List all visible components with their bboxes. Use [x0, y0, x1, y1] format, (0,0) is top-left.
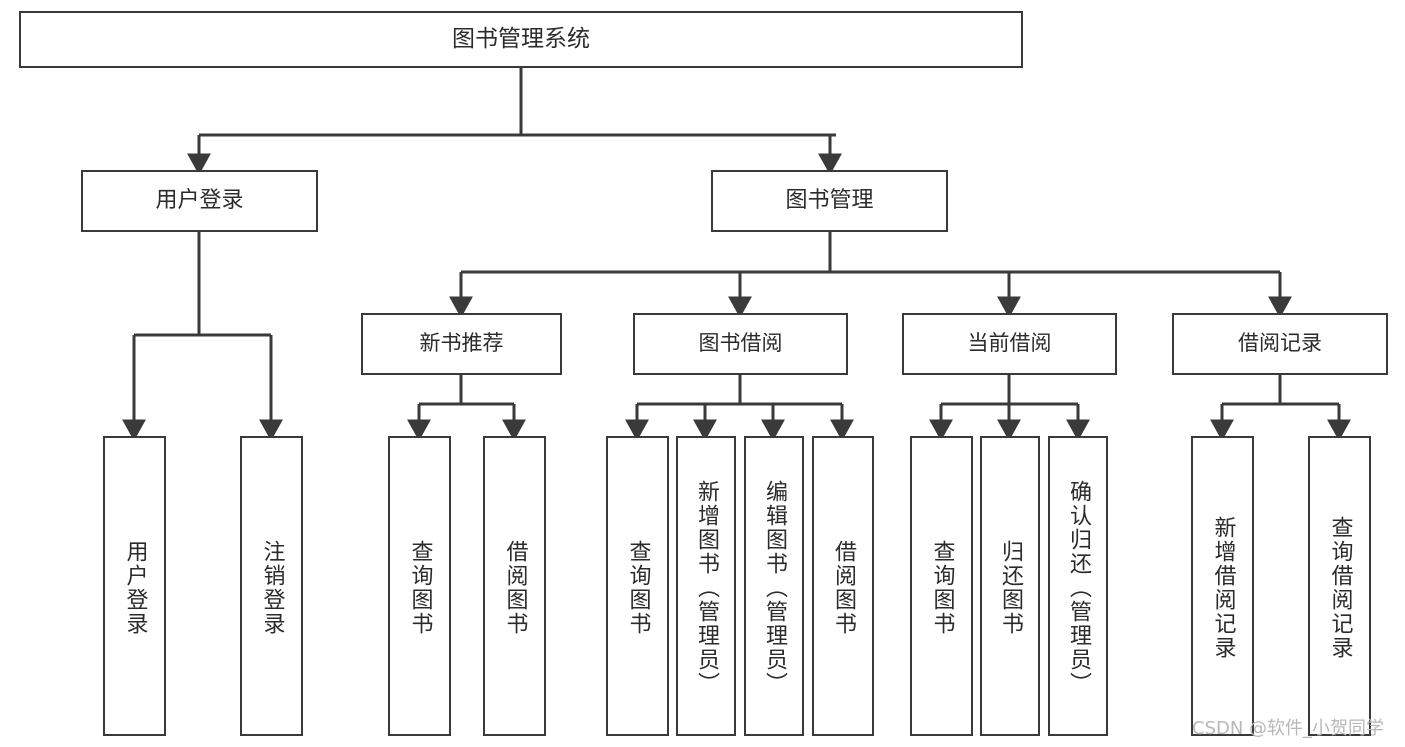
node-book-borrow[interactable]: 图书借阅: [633, 313, 848, 375]
node-label: 用户登录: [122, 540, 148, 636]
leaf-query-book-current[interactable]: 查询图书: [910, 436, 973, 736]
node-root-system[interactable]: 图书管理系统: [19, 11, 1023, 68]
node-user-login[interactable]: 用户登录: [81, 170, 318, 232]
node-label: 借阅图书: [502, 540, 528, 636]
node-label: 借阅图书: [831, 540, 856, 636]
node-label: 新书推荐: [419, 331, 504, 356]
node-label: 查询图书: [407, 540, 433, 636]
leaf-confirm-return-admin[interactable]: 确认归还（管理员）: [1048, 436, 1108, 736]
node-new-book-recommend[interactable]: 新书推荐: [361, 313, 562, 375]
node-label: 查询借阅记录: [1327, 516, 1353, 660]
node-label: 当前借阅: [967, 331, 1052, 356]
leaf-user-login[interactable]: 用户登录: [103, 436, 166, 736]
node-label: 查询图书: [929, 540, 955, 636]
node-label: 新增图书（管理员）: [694, 480, 719, 696]
node-label: 图书管理: [785, 187, 874, 213]
leaf-query-book-borrow[interactable]: 查询图书: [606, 436, 669, 736]
leaf-borrow-book-recommend[interactable]: 借阅图书: [483, 436, 546, 736]
leaf-query-book-recommend[interactable]: 查询图书: [388, 436, 451, 736]
node-label: 确认归还（管理员）: [1066, 480, 1091, 696]
csdn-watermark: CSDN @软件_小贺同学: [1192, 718, 1385, 739]
node-label: 图书借阅: [698, 331, 783, 356]
node-current-borrow[interactable]: 当前借阅: [902, 313, 1117, 375]
leaf-logout[interactable]: 注销登录: [240, 436, 303, 736]
node-label: 借阅记录: [1238, 331, 1322, 356]
leaf-edit-book-admin[interactable]: 编辑图书（管理员）: [744, 436, 804, 736]
leaf-query-borrow-record[interactable]: 查询借阅记录: [1308, 436, 1371, 736]
node-label: 查询图书: [625, 540, 651, 636]
node-label: 图书管理系统: [452, 25, 590, 52]
node-label: 注销登录: [259, 540, 285, 636]
node-book-management[interactable]: 图书管理: [711, 170, 948, 232]
node-borrow-record[interactable]: 借阅记录: [1172, 313, 1388, 375]
leaf-add-borrow-record[interactable]: 新增借阅记录: [1191, 436, 1254, 736]
node-label: 用户登录: [155, 187, 244, 213]
node-label: 新增借阅记录: [1210, 516, 1236, 660]
leaf-add-book-admin[interactable]: 新增图书（管理员）: [676, 436, 736, 736]
leaf-return-book[interactable]: 归还图书: [980, 436, 1040, 736]
leaf-borrow-book[interactable]: 借阅图书: [812, 436, 874, 736]
node-label: 编辑图书（管理员）: [762, 480, 787, 696]
node-label: 归还图书: [998, 540, 1023, 636]
